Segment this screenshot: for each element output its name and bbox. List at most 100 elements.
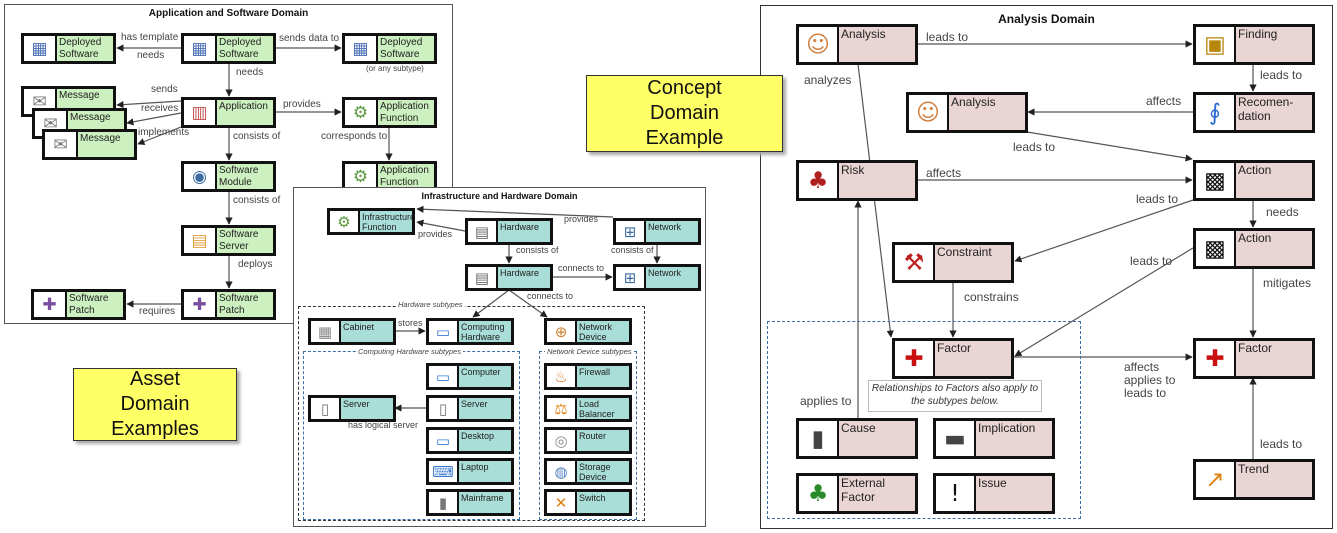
node-hardware[interactable]: ▤Hardware: [465, 264, 553, 291]
node-constraint[interactable]: ⚒Constraint: [892, 242, 1014, 283]
node-label: Software Patch: [67, 292, 123, 317]
edge-label: leads to: [1260, 68, 1303, 82]
node-application-function[interactable]: ⚙Application Function: [342, 97, 437, 128]
edge-label: deploys: [238, 259, 273, 270]
node-label: Analysis: [949, 95, 1025, 130]
edge-label: connects to: [527, 291, 574, 301]
server-icon: ▯: [311, 398, 341, 419]
node-trend[interactable]: ↗Trend: [1193, 459, 1315, 500]
node-cabinet[interactable]: ▦Cabinet: [308, 318, 396, 345]
edge-action-leads-to-factor: [1014, 247, 1194, 357]
computing-hardware-icon: ▭: [429, 321, 459, 342]
trees-puzzle-icon: ♣: [799, 476, 839, 511]
node-switch[interactable]: ✕Switch: [544, 489, 632, 516]
node-label: Network: [646, 267, 698, 288]
node-analysis[interactable]: ☺Analysis: [796, 24, 918, 65]
node-infrastructure-function[interactable]: ⚙Infrastructure Function: [327, 208, 415, 235]
node-software-patch[interactable]: ✚Software Patch: [181, 289, 276, 320]
node-application[interactable]: ▥Application: [181, 97, 276, 128]
node-deployed-software[interactable]: ▦Deployed Software: [342, 33, 437, 64]
edge-label: connects to: [558, 263, 605, 273]
deployed-software-icon: ▦: [184, 36, 217, 61]
node-server[interactable]: ▯Server: [426, 395, 514, 422]
node-risk[interactable]: ♣Risk: [796, 160, 918, 201]
panel-title: Infrastructure and Hardware Domain: [421, 191, 578, 201]
node-label: Recomen-dation: [1236, 95, 1312, 130]
treasure-chest-icon: ▣: [1196, 27, 1236, 62]
node-action[interactable]: ▩Action: [1193, 228, 1315, 269]
node-deployed-software[interactable]: ▦Deployed Software: [21, 33, 116, 64]
node-mainframe[interactable]: ▮Mainframe: [426, 489, 514, 516]
node-load-balancer[interactable]: ⚖Load Balancer: [544, 395, 632, 422]
edge-label: leads to: [926, 30, 969, 44]
edge-label: implements: [138, 127, 190, 138]
edge-network-provides: [416, 205, 614, 218]
edge-label: leads to: [1130, 254, 1173, 268]
node-label: Action: [1236, 163, 1312, 198]
clapperboard-icon: ▩: [1196, 231, 1236, 266]
factor-subtypes-group: [767, 321, 1081, 519]
edge-label: consists of: [233, 195, 281, 206]
edge-label: needs: [1266, 205, 1299, 219]
node-label: Analysis: [839, 27, 915, 62]
network-icon: ⊞: [616, 221, 646, 242]
node-external-factor[interactable]: ♣External Factor: [796, 473, 918, 514]
computing-hardware-subtypes-label: Computing Hardware subtypes: [356, 347, 463, 356]
node-laptop[interactable]: ⌨Laptop: [426, 458, 514, 485]
node-hardware[interactable]: ▤Hardware: [465, 218, 553, 245]
node-network-device[interactable]: ⊕Network Device: [544, 318, 632, 345]
server-icon: ▯: [429, 398, 459, 419]
node-label: Storage Device: [577, 461, 629, 482]
puzzle-piece-icon: ✚: [895, 341, 935, 376]
node-action[interactable]: ▩Action: [1193, 160, 1315, 201]
node-label: Deployed Software: [57, 36, 113, 61]
node-label: Finding: [1236, 27, 1312, 62]
node-analysis[interactable]: ☺Analysis: [906, 92, 1028, 133]
edge-label: sends data to: [279, 33, 340, 44]
edge-label: consists of: [516, 245, 559, 255]
asset-domain-callout: Asset Domain Examples: [73, 368, 237, 441]
node-network[interactable]: ⊞Network: [613, 264, 701, 291]
node-recomen-dation[interactable]: ∮Recomen-dation: [1193, 92, 1315, 133]
node-label: Computing Hardware: [459, 321, 511, 342]
node-implication[interactable]: ▬Implication: [933, 418, 1055, 459]
node-label: External Factor: [839, 476, 915, 511]
node-label: Server: [459, 398, 511, 419]
node-factor[interactable]: ✚Factor: [1193, 338, 1315, 379]
hardware-subtypes-group: [298, 306, 645, 521]
node-cause[interactable]: ▮Cause: [796, 418, 918, 459]
edge-label: provides: [418, 229, 453, 239]
node-finding[interactable]: ▣Finding: [1193, 24, 1315, 65]
node-label: Deployed Software: [378, 36, 434, 61]
node-storage-device[interactable]: ◍Storage Device: [544, 458, 632, 485]
application-chart-icon: ▥: [184, 100, 217, 125]
node-router[interactable]: ◎Router: [544, 427, 632, 454]
node-label: Cause: [839, 421, 915, 456]
node-issue[interactable]: !Issue: [933, 473, 1055, 514]
router-icon: ◎: [547, 430, 577, 451]
node-label: Network Device: [577, 321, 629, 342]
node-software-module[interactable]: ◉Software Module: [181, 161, 276, 192]
deployed-software-icon: ▦: [24, 36, 57, 61]
mainframe-icon: ▮: [429, 492, 459, 513]
node-application-function[interactable]: ⚙Application Function: [342, 161, 437, 192]
node-factor[interactable]: ✚Factor: [892, 338, 1014, 379]
edge-analysis-leads-to-action: [1026, 131, 1193, 162]
node-server[interactable]: ▯Server: [308, 395, 396, 422]
node-desktop[interactable]: ▭Desktop: [426, 427, 514, 454]
node-software-patch[interactable]: ✚Software Patch: [31, 289, 126, 320]
hardware-subtypes-label: Hardware subtypes: [396, 300, 465, 309]
node-computer[interactable]: ▭Computer: [426, 363, 514, 390]
node-firewall[interactable]: ♨Firewall: [544, 363, 632, 390]
edge-sends: [116, 100, 182, 109]
edge-label: receives: [141, 103, 179, 114]
edge-label: leads to: [1260, 437, 1303, 451]
node-network[interactable]: ⊞Network: [613, 218, 701, 245]
node-computing-hardware[interactable]: ▭Computing Hardware: [426, 318, 514, 345]
node-deployed-software[interactable]: ▦Deployed Software: [181, 33, 276, 64]
edge-label: leads to: [1136, 192, 1179, 206]
factor-relationships-note: Relationships to Factors also apply to t…: [868, 380, 1042, 412]
node-label: Issue: [976, 476, 1052, 511]
node-software-server[interactable]: ▤Software Server: [181, 225, 276, 256]
node-message[interactable]: ✉Message: [42, 129, 137, 160]
